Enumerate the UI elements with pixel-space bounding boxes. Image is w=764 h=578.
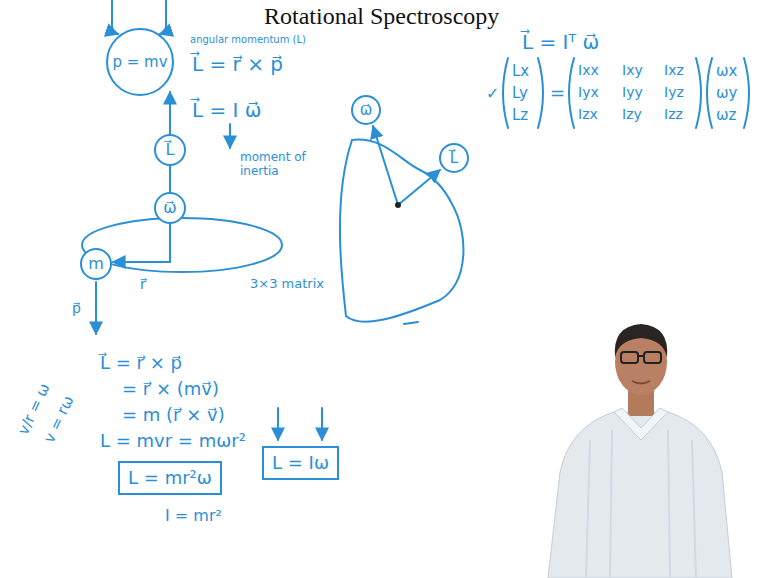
- formula: I = mr²: [165, 506, 222, 525]
- circled-vector: ω⃗: [351, 95, 381, 125]
- matrix-cell: Izz: [664, 106, 683, 123]
- pointer-line: [160, 0, 166, 34]
- matrix-cell: ωx: [716, 62, 737, 80]
- matrix-cell: Izx: [578, 106, 598, 123]
- pointer-arrow: [321, 408, 323, 440]
- matrix-cell: Iyx: [578, 84, 599, 101]
- matrix-cell: Iyz: [664, 84, 684, 101]
- boxed-formula: L = Iω: [262, 446, 339, 480]
- formula: L⃗ = I ω⃗: [192, 98, 262, 122]
- omega-vector: [373, 126, 398, 205]
- matrix-cell: Ly: [512, 84, 528, 102]
- pointer-line: [112, 0, 118, 34]
- mass-circle: m: [80, 248, 112, 280]
- matrix-cell: ωz: [716, 106, 736, 124]
- body-point: [395, 202, 401, 208]
- matrix-cell: Lz: [512, 106, 528, 124]
- node-text: L⃗: [166, 140, 175, 159]
- matrix-cell: Ixx: [578, 62, 599, 79]
- pointer-arrow: [229, 124, 231, 148]
- lecturer-figure: [548, 324, 732, 578]
- vector-label: p⃗: [72, 300, 81, 317]
- circled-formula: p = mv: [106, 28, 174, 96]
- circled-vector: L⃗: [154, 134, 186, 166]
- matrix-cell: Ixz: [664, 62, 684, 79]
- node-text: ω⃗: [163, 198, 176, 217]
- boxed-formula: L = mr²ω: [118, 461, 222, 495]
- formula: = m (r⃗ × v⃗): [122, 404, 225, 426]
- circled-vector: L⃗: [439, 143, 469, 173]
- formula: L⃗ = r⃗ × p⃗: [192, 52, 283, 76]
- formula: L⃗ = Iᵀ ω⃗: [522, 30, 599, 54]
- node-text: p = mv: [112, 53, 167, 71]
- check-mark: ✓: [486, 84, 499, 103]
- matrix-cell: ωy: [716, 84, 737, 102]
- node-text: ω⃗: [360, 101, 373, 119]
- radius-arrow: [113, 261, 170, 263]
- paren: [707, 58, 712, 128]
- pen-mark: [404, 322, 418, 324]
- paren: [744, 58, 749, 128]
- annotation: moment of inertia: [240, 150, 312, 179]
- paren: [569, 58, 574, 128]
- slide-title: Rotational Spectroscopy: [264, 3, 499, 30]
- paren: [538, 58, 543, 128]
- paren: [696, 58, 701, 128]
- node-text: L⃗: [450, 149, 458, 167]
- orbit-ellipse: [82, 218, 282, 272]
- node-text: m: [88, 254, 104, 273]
- formula: = r⃗ × (mv⃗): [122, 378, 219, 400]
- equals-sign: =: [550, 82, 565, 104]
- l-vector: [398, 170, 440, 205]
- annotation: angular momentum (L): [190, 34, 306, 46]
- node-text: L = Iω: [272, 452, 329, 474]
- matrix-cell: Lx: [512, 62, 529, 80]
- momentum-arrow: [95, 282, 97, 334]
- formula: L⃗ = r⃗ × p⃗: [100, 352, 182, 374]
- paren: [503, 58, 508, 128]
- matrix-cell: Ixy: [622, 62, 643, 79]
- axis-arrow: [169, 92, 171, 262]
- circled-vector: ω⃗: [154, 192, 186, 224]
- formula: L = mvr = mωr²: [100, 430, 246, 452]
- matrix-cell: Iyy: [622, 84, 643, 101]
- pointer-arrow: [277, 408, 279, 440]
- node-text: L = mr²ω: [128, 467, 212, 489]
- matrix-cell: Izy: [622, 106, 642, 123]
- vector-label: r⃗: [140, 276, 146, 293]
- annotation: 3×3 matrix: [250, 276, 324, 292]
